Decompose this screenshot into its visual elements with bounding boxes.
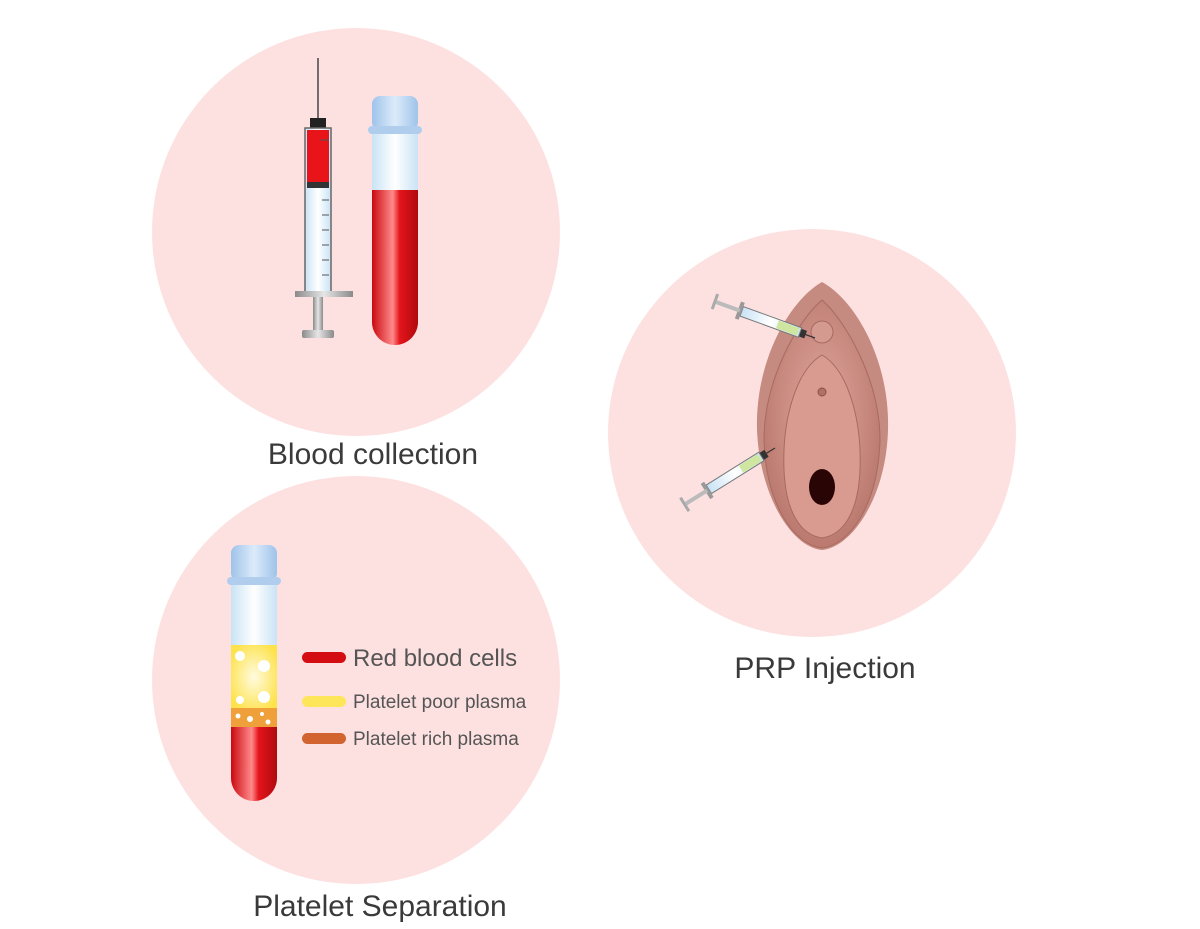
separated-tube-icon (227, 545, 281, 801)
svg-text:Platelet rich plasma: Platelet rich plasma (353, 729, 519, 750)
platelet-separation-label: Platelet Separation (253, 890, 507, 923)
legend-item-red-blood-cells: Red blood cells (302, 645, 517, 672)
blood-collection-label: Blood collection (268, 438, 478, 471)
platelet-separation-circle (152, 476, 560, 884)
blood-collection-circle (152, 28, 560, 436)
syringe-icon (295, 58, 353, 338)
svg-text:Red blood cells: Red blood cells (353, 645, 517, 672)
legend: Red blood cells Platelet poor plasma Pla… (302, 645, 527, 750)
legend-item-platelet-rich-plasma: Platelet rich plasma (302, 729, 519, 750)
vulva-anatomy-illustration (756, 282, 889, 550)
svg-text:Platelet poor plasma: Platelet poor plasma (353, 692, 527, 713)
prp-injection-label: PRP Injection (734, 652, 915, 685)
blood-tube-icon (368, 96, 422, 345)
legend-item-platelet-poor-plasma: Platelet poor plasma (302, 692, 527, 713)
